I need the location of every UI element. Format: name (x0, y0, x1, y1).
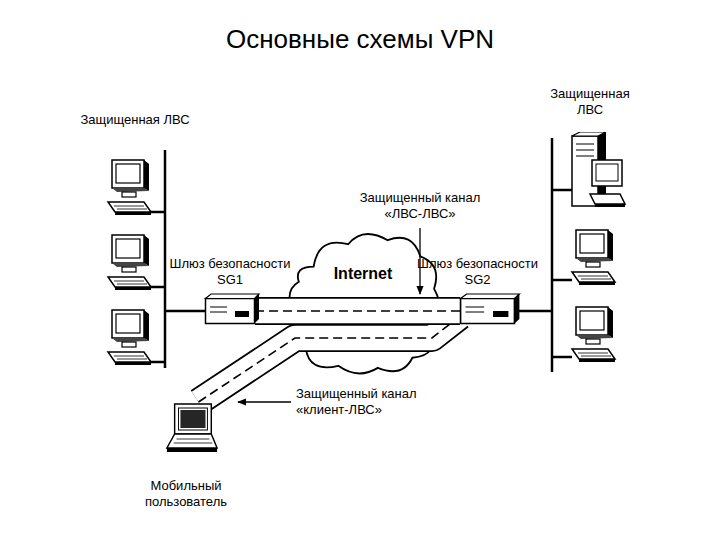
laptop-outline (165, 402, 219, 460)
tunnel-wall (255, 297, 460, 325)
channel-callout: Защищенный канал «ЛВС-ЛВС» (358, 190, 482, 222)
lan-label: Защищенная ЛВС (80, 112, 190, 128)
gw-outline (460, 298, 515, 324)
gw-outline (205, 298, 255, 324)
channel-callout: Защищенный канал «клиент-ЛВС» (296, 386, 436, 418)
node-label: Шлюз безопасности SG2 (416, 256, 540, 288)
tunnel-axis (255, 310, 460, 312)
secure-tunnel (255, 311, 460, 312)
node-label: Шлюз безопасности SG1 (168, 256, 292, 288)
security-gateway: Шлюз безопасности SG1 (205, 298, 255, 324)
node-label: Internet (284, 226, 442, 283)
mobile-user: Мобильный пользователь (165, 402, 219, 460)
cloud-outline (284, 226, 442, 378)
lan-label: Защищенная ЛВС (540, 86, 640, 118)
node-label: Мобильный пользователь (124, 478, 248, 510)
internet-cloud: Internet (284, 226, 442, 378)
title: Основные схемы VPN (0, 24, 720, 54)
tunnel-inside (255, 299, 460, 324)
lan-bus-right (515, 138, 572, 372)
security-gateway: Шлюз безопасности SG2 (460, 298, 515, 324)
